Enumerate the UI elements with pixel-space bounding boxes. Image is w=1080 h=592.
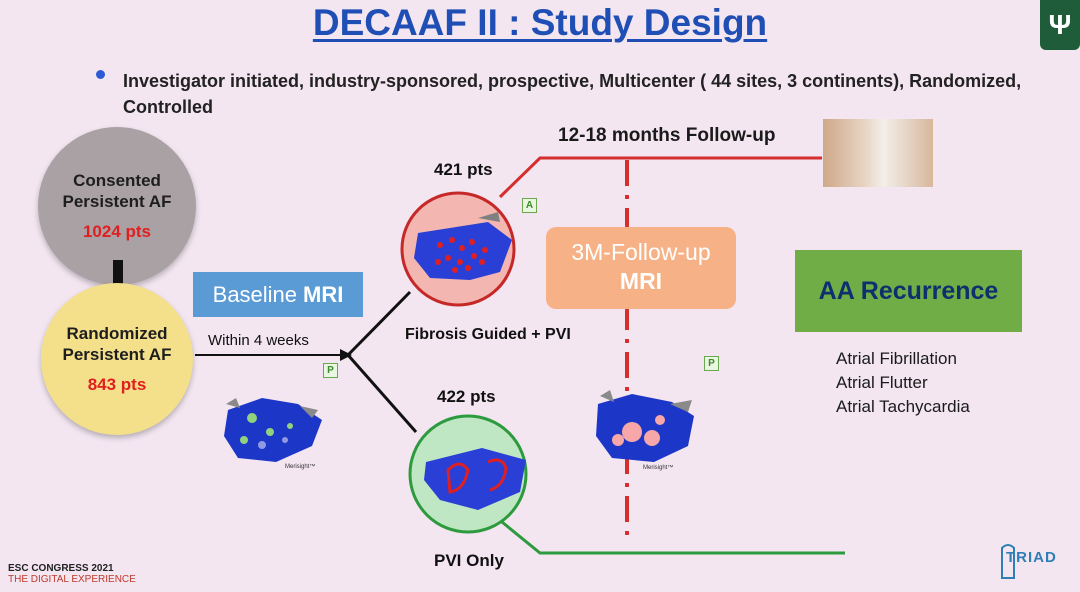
aa-item: Atrial Tachycardia <box>836 397 970 416</box>
randomized-label: Randomized <box>66 324 168 343</box>
followup-line-top <box>498 156 822 199</box>
ecg-monitor-photo <box>823 119 933 187</box>
top-arm-pts: 421 pts <box>434 160 493 179</box>
arrow-upper <box>346 290 412 357</box>
a-badge-icon: A <box>522 198 537 213</box>
p-badge-icon: P <box>704 356 719 371</box>
consented-label: Consented <box>73 171 161 190</box>
slide-title: DECAAF II : Study Design <box>312 2 768 43</box>
consented-circle: Consented Persistent AF 1024 pts <box>38 127 196 285</box>
merisight-label: Merisight™ <box>643 465 674 471</box>
aa-item: Atrial Flutter <box>836 373 928 392</box>
three-month-mri-text: MRI <box>619 268 663 294</box>
followup-line-bottom <box>501 520 845 555</box>
three-month-mri-box: 3M-Follow-up MRI <box>546 227 736 309</box>
arrow-lower <box>346 354 418 433</box>
consented-sublabel: Persistent AF <box>62 192 172 211</box>
triad-logo-icon <box>1001 544 1015 579</box>
randomized-sublabel: Persistent AF <box>62 345 172 364</box>
baseline-text: Baseline <box>212 281 298 307</box>
randomized-circle: Randomized Persistent AF 843 pts <box>41 283 193 435</box>
connector-bar <box>113 260 123 286</box>
triad-logo-text: TRIAD <box>1006 549 1057 566</box>
aa-item: Atrial Fibrillation <box>836 349 957 368</box>
atrium-model-bottom <box>424 448 526 510</box>
within-weeks-label: Within 4 weeks <box>208 332 309 349</box>
merisight-label: Merisight™ <box>285 464 316 470</box>
p-badge-icon: P <box>323 363 338 378</box>
consented-count: 1024 pts <box>82 222 152 241</box>
aa-recurrence-box: AA Recurrence <box>795 250 1022 332</box>
university-logo-icon: Ψ <box>1040 0 1080 50</box>
bullet-dot <box>96 70 105 79</box>
aa-list: Atrial Fibrillation Atrial Flutter Atria… <box>836 347 970 419</box>
footer-line2: THE DIGITAL EXPERIENCE <box>8 574 136 585</box>
bottom-arm-label: PVI Only <box>434 551 504 570</box>
study-description: Investigator initiated, industry-sponsor… <box>123 71 1022 117</box>
three-month-text: 3M-Follow-up <box>571 239 711 265</box>
footer-congress: ESC CONGRESS 2021 THE DIGITAL EXPERIENCE <box>8 563 136 585</box>
baseline-mri-text: MRI <box>303 281 344 307</box>
randomized-count: 843 pts <box>87 375 147 394</box>
footer-line1: ESC CONGRESS 2021 <box>8 563 114 574</box>
followup-label: 12-18 months Follow-up <box>558 125 776 146</box>
ablation-dots <box>435 237 488 273</box>
bottom-arm-pts: 422 pts <box>437 387 496 406</box>
atrium-model-top <box>414 222 512 280</box>
top-arm-label: Fibrosis Guided + PVI <box>405 326 571 343</box>
